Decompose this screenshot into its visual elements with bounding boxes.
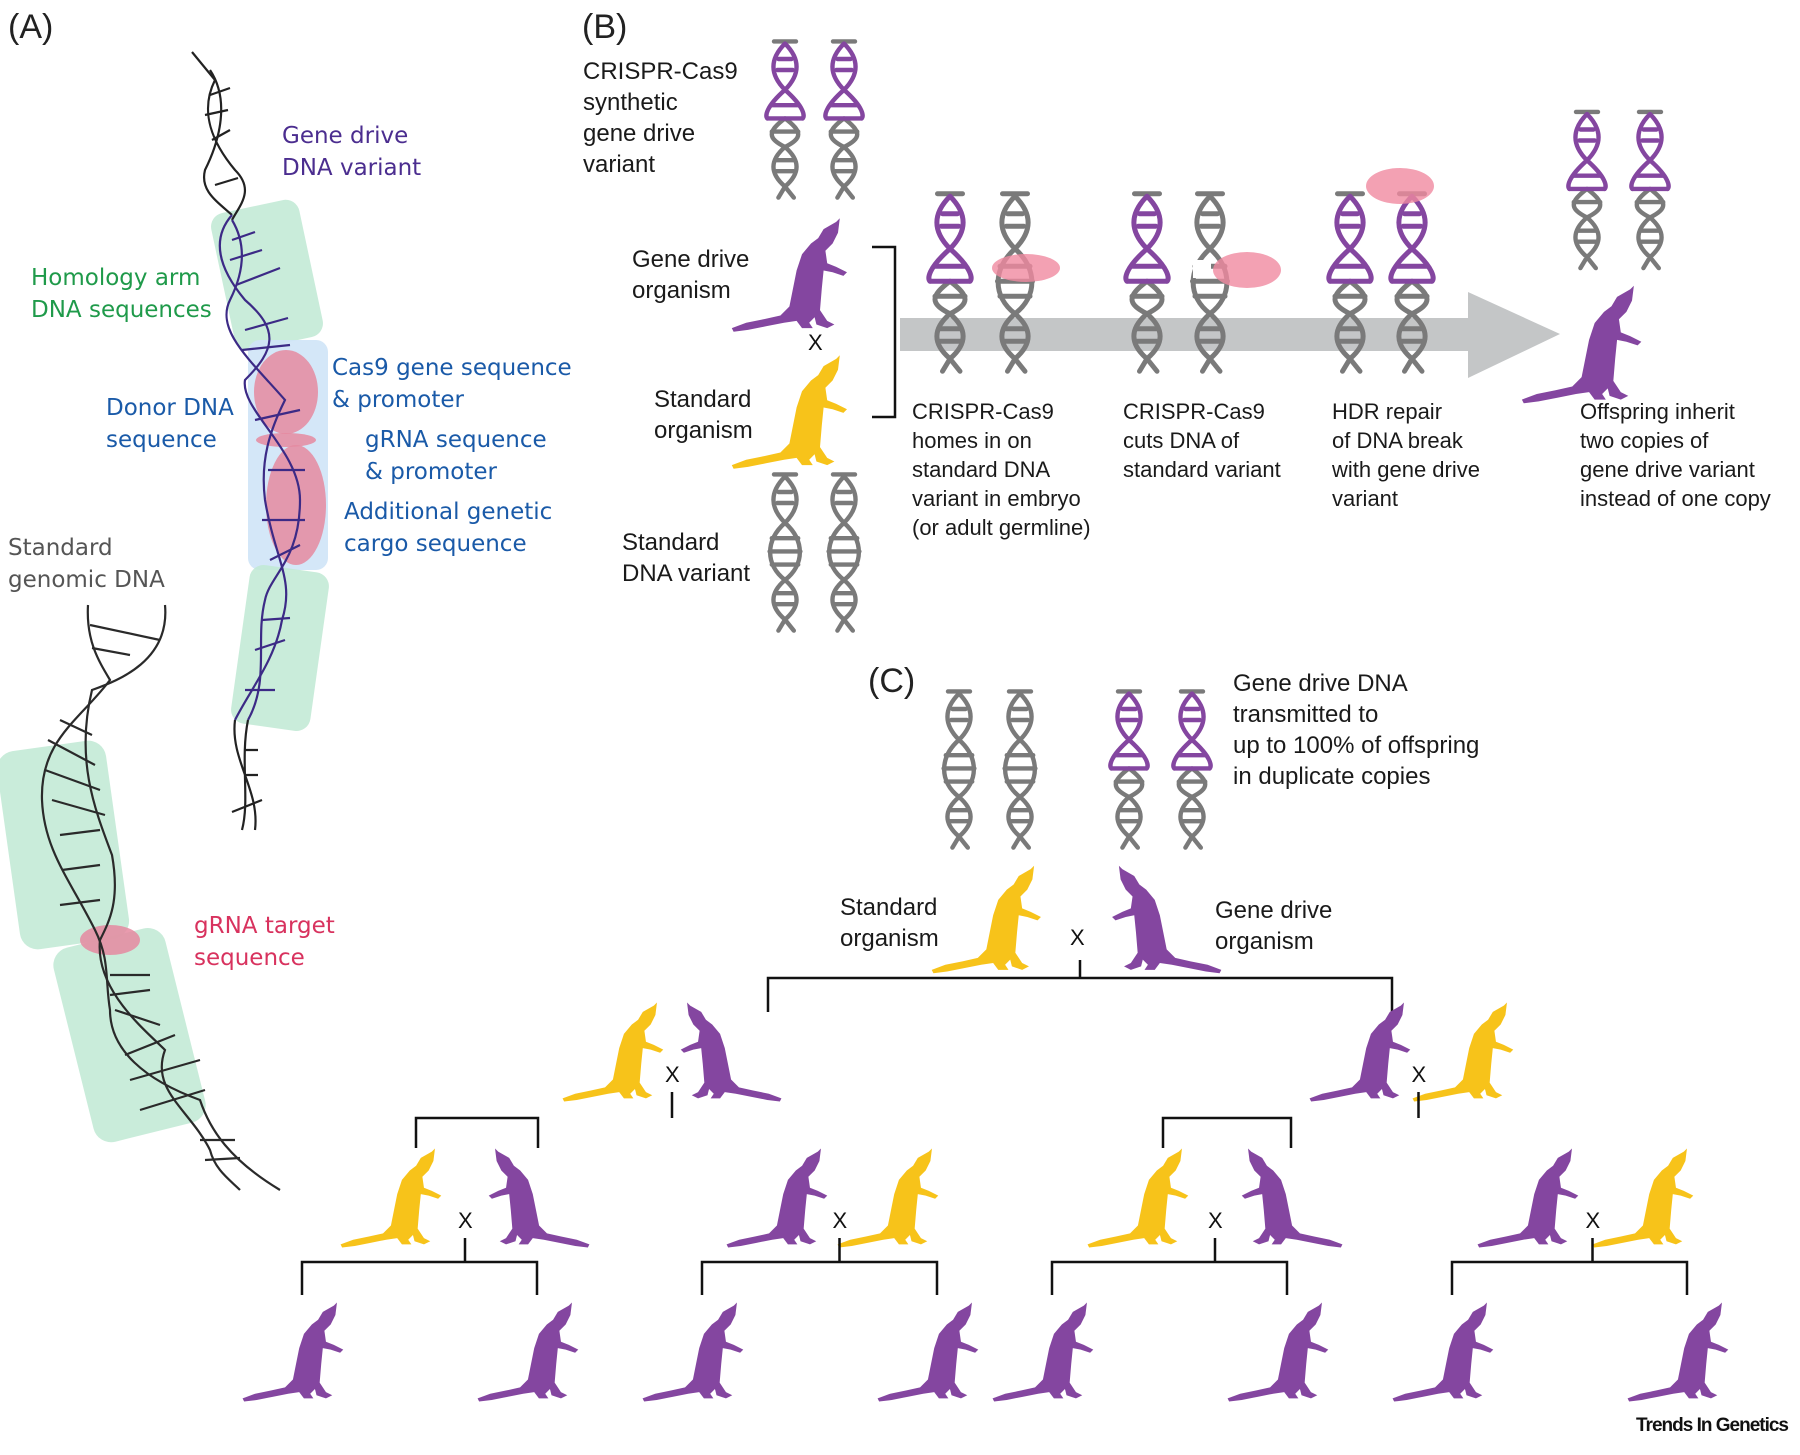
b-standard-organism-label: Standard organism: [654, 386, 753, 444]
step-cut-label: CRISPR-Cas9 cuts DNA of standard variant: [1123, 399, 1281, 482]
gene-drive-organism-icon: [877, 1302, 979, 1402]
panel-c-letter: (C): [868, 662, 916, 700]
cross-symbol: X: [1585, 1208, 1601, 1233]
standard-organism-icon: [1412, 1002, 1514, 1102]
process-arrow-head: [1468, 292, 1560, 378]
cas9-sequence-highlight: [254, 350, 318, 434]
grna-target-highlight: [80, 925, 140, 955]
grna-target-label: gRNA target sequence: [194, 913, 335, 971]
generation-connector: [1050, 1238, 1289, 1295]
c-gene-drive-organism-label: Gene drive organism: [1215, 897, 1333, 955]
standard-dna-helix: [40, 604, 281, 1191]
donor-dna-label: Donor DNA sequence: [106, 395, 234, 453]
standard-dna-icon: [944, 691, 975, 847]
dna-break-gap: [1193, 260, 1211, 278]
grna-sequence-label: gRNA sequence & promoter: [365, 427, 547, 485]
standard-genomic-dna-label: Standard genomic DNA: [8, 535, 165, 593]
cargo-sequence-label: Additional genetic cargo sequence: [344, 499, 553, 557]
panel-c-dna-helices: [944, 691, 1211, 847]
generation-connector: [700, 1238, 939, 1295]
gene-drive-organism-icon: [242, 1302, 344, 1402]
gene-drive-organism-icon: [488, 1148, 590, 1248]
gene-drive-organism-icon: [1112, 865, 1222, 974]
panel-a: [0, 51, 329, 1191]
step-offspring-label: Offspring inherit two copies of gene dri…: [1580, 399, 1771, 511]
homology-arm-highlight-bottom: [231, 565, 329, 731]
gene-drive-organism-icon: [1477, 1148, 1579, 1248]
gene-drive-dna-icon: [1110, 691, 1147, 847]
panel-b: [731, 41, 1669, 630]
gene-drive-organism-icon: [726, 1148, 828, 1248]
gene-drive-dna-icon: [1568, 112, 1605, 268]
gene-drive-dna-icon: [1173, 691, 1210, 847]
gene-drive-organism-icon: [1309, 1002, 1411, 1102]
grna-sequence-highlight: [256, 433, 316, 447]
gene-drive-organism-icon: [1392, 1302, 1494, 1402]
b-cross-symbol: X: [808, 330, 823, 355]
gene-drive-dna-icon: [766, 41, 803, 197]
standard-dna-icon: [829, 474, 860, 630]
homology-arm-label: Homology arm DNA sequences: [31, 265, 212, 323]
gene-drive-organism-icon: [992, 1302, 1094, 1402]
gene-drive-organism-icon: [1227, 1302, 1329, 1402]
panel-a-letter: (A): [8, 8, 54, 46]
gene-drive-dna-icon: [825, 41, 862, 197]
gene-drive-dna-helix: [191, 51, 305, 831]
c-standard-organism-label: Standard organism: [840, 894, 939, 952]
step-hdr-repair-label: HDR repair of DNA break with gene drive …: [1332, 399, 1480, 511]
panel-c: [242, 691, 1729, 1402]
step-homing-label: CRISPR-Cas9 homes in on standard DNA var…: [912, 399, 1091, 540]
cas9-cut-highlight: [1213, 252, 1281, 288]
journal-credit: Trends In Genetics: [1636, 1415, 1789, 1436]
generation-connector: [766, 960, 1394, 1012]
standard-dna-icon: [1005, 691, 1036, 847]
cross-symbol: X: [832, 1208, 848, 1233]
pedigree-tree: [242, 865, 1729, 1402]
gene-drive-dna-label: Gene drive DNA variant: [282, 123, 422, 181]
b-gene-drive-organism-label: Gene drive organism: [632, 246, 750, 304]
gene-drive-organism-icon: [642, 1302, 744, 1402]
gene-drive-dna-icon: [1631, 112, 1668, 268]
gene-drive-organism-icon: [1627, 1302, 1729, 1402]
generation-connector: [300, 1238, 539, 1295]
cross-symbol: X: [458, 1208, 473, 1233]
gene-drive-organism-icon: [477, 1302, 579, 1402]
panel-b-letter: (B): [582, 8, 628, 46]
cross-symbol: X: [665, 1062, 680, 1087]
standard-dna-variant-label: Standard DNA variant: [622, 529, 751, 587]
c-cross-symbol: X: [1070, 925, 1085, 950]
cross-symbol: X: [1411, 1062, 1427, 1087]
gene-drive-organism-icon: [680, 1002, 782, 1102]
standard-organism-icon: [1592, 1148, 1694, 1248]
standard-organism-icon: [931, 865, 1041, 974]
standard-organism-icon: [340, 1148, 442, 1248]
cargo-sequence-highlight: [266, 445, 326, 565]
generation-connector: [414, 1092, 674, 1148]
standard-organism-icon: [562, 1002, 664, 1102]
generation-connector: [1450, 1238, 1689, 1295]
gene-drive-organism-icon: [1241, 1148, 1343, 1248]
cross-bracket: [872, 245, 897, 419]
homology-arm-highlight-standard-top: [0, 740, 130, 950]
offspring-gene-drive-organism-icon: [1521, 285, 1642, 404]
cas9-homing-highlight: [992, 254, 1060, 282]
process-arrow-shaft: [900, 318, 1480, 351]
cross-symbol: X: [1208, 1208, 1223, 1233]
cas9-sequence-label: Cas9 gene sequence & promoter: [332, 355, 572, 413]
standard-dna-icon: [770, 474, 801, 630]
standard-organism-icon: [837, 1148, 939, 1248]
transmitted-label: Gene drive DNA transmitted to up to 100%…: [1233, 670, 1480, 790]
generation-connector: [1161, 1092, 1420, 1148]
standard-organism-icon: [1087, 1148, 1189, 1248]
synthetic-gene-drive-label: CRISPR-Cas9 synthetic gene drive variant: [583, 58, 738, 178]
hdr-repair-highlight: [1366, 168, 1434, 204]
